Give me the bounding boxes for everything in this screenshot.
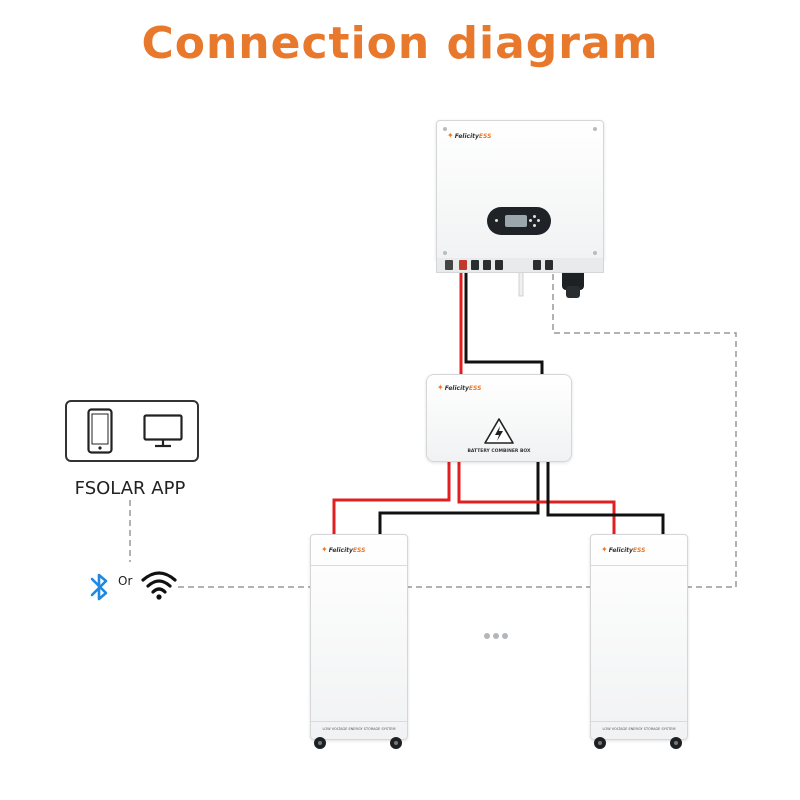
warning-triangle-icon	[484, 418, 514, 444]
combiner-label: BATTERY COMBINER BOX	[467, 449, 531, 454]
battery-wheel	[314, 737, 326, 749]
battery-seam	[591, 565, 687, 566]
panel-button	[529, 219, 532, 222]
inverter-cable-gland-nut	[566, 286, 580, 298]
screw	[593, 127, 597, 131]
battery-cabinet: ✦FelicityESS LOW VOLTAGE ENERGY STORAGE …	[310, 534, 408, 740]
panel-button	[533, 215, 536, 218]
inverter-terminal-strip	[436, 258, 604, 273]
battery-brand-logo: ✦FelicityESS	[601, 545, 646, 554]
negative-wire-battery-2	[546, 460, 665, 534]
battery-wheel	[670, 737, 682, 749]
battery-cabinet: ✦FelicityESS LOW VOLTAGE ENERGY STORAGE …	[590, 534, 688, 740]
indicator-led	[495, 219, 498, 222]
battery-label: LOW VOLTAGE ENERGY STORAGE SYSTEM	[322, 727, 396, 731]
inverter-terminal	[471, 260, 479, 270]
negative-wire-inverter	[464, 272, 544, 374]
battery-seam	[591, 721, 687, 722]
inverter-terminal	[483, 260, 491, 270]
positive-wire-battery-2	[457, 460, 616, 534]
battery-combiner-box: ✦FelicityESS BATTERY COMBINER BOX	[426, 374, 572, 462]
more-batteries-ellipsis	[484, 624, 511, 643]
inverter-lcd-screen	[505, 215, 527, 227]
negative-wire-battery-1	[378, 460, 540, 534]
inverter-terminal	[459, 260, 467, 270]
battery-brand-logo: ✦FelicityESS	[321, 545, 366, 554]
battery-seam	[311, 565, 407, 566]
battery-wheel	[390, 737, 402, 749]
inverter-terminal	[533, 260, 541, 270]
comm-lines	[129, 274, 737, 588]
inverter-comm-line	[552, 274, 737, 588]
battery-seam	[311, 721, 407, 722]
app-devices-box	[65, 400, 199, 462]
positive-wire-battery-1	[332, 460, 451, 534]
battery-wheel	[594, 737, 606, 749]
screw	[443, 251, 447, 255]
panel-button	[533, 224, 536, 227]
app-label: FSOLAR APP	[74, 478, 186, 499]
battery-label: LOW VOLTAGE ENERGY STORAGE SYSTEM	[602, 727, 676, 731]
or-label: Or	[118, 574, 133, 588]
inverter: ✦FelicityESS	[436, 120, 604, 262]
bluetooth-icon	[90, 573, 108, 601]
inverter-control-panel	[487, 207, 551, 235]
phone-icon	[87, 408, 113, 454]
monitor-icon	[143, 414, 183, 448]
inverter-brand-logo: ✦FelicityESS	[447, 131, 492, 140]
panel-button	[537, 219, 540, 222]
inverter-terminal	[445, 260, 453, 270]
combiner-brand-logo: ✦FelicityESS	[437, 383, 482, 392]
inverter-terminal	[495, 260, 503, 270]
page-title: Connection diagram	[141, 18, 659, 69]
inverter-terminal	[545, 260, 553, 270]
screw	[443, 127, 447, 131]
screw	[593, 251, 597, 255]
wifi-icon	[141, 571, 177, 600]
